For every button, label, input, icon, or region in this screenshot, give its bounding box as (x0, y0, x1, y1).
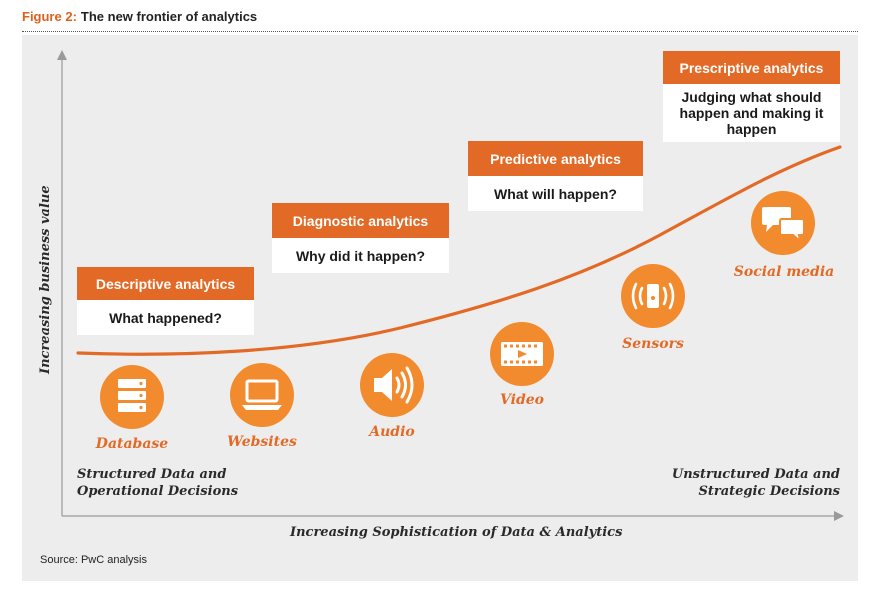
stage-title: Prescriptive analytics (663, 51, 840, 84)
stage-title: Diagnostic analytics (272, 203, 449, 238)
title-divider (22, 31, 858, 32)
source-label-audio: Audio (369, 424, 415, 440)
corner-label-unstructured: Unstructured Data and Strategic Decision… (671, 467, 840, 499)
value-curve (76, 145, 842, 356)
stage-title: Descriptive analytics (77, 267, 254, 300)
stage-question: What happened? (77, 300, 254, 335)
x-axis-label: Increasing Sophistication of Data & Anal… (290, 525, 623, 540)
x-axis-arrow (834, 511, 844, 521)
sensor-icon (621, 264, 685, 328)
figure-title: Figure 2:The new frontier of analytics (22, 9, 257, 24)
corner-label-structured: Structured Data and Operational Decision… (77, 467, 239, 499)
source-label-database: Database (95, 436, 169, 452)
stage-title: Predictive analytics (468, 141, 643, 176)
figure-number: Figure 2: (22, 9, 77, 24)
stage-question: Judging what should happen and making it… (663, 84, 840, 142)
stage-prescriptive: Prescriptive analytics Judging what shou… (663, 51, 840, 142)
source-label-video: Video (500, 392, 544, 408)
laptop-icon (230, 363, 294, 427)
source-label-social-media: Social media (733, 264, 835, 280)
source-label-sensors: Sensors (622, 336, 684, 352)
stage-question: What will happen? (468, 176, 643, 211)
stage-question: Why did it happen? (272, 238, 449, 273)
stage-predictive: Predictive analytics What will happen? (468, 141, 643, 211)
source-label-websites: Websites (227, 434, 297, 450)
y-axis-arrow (57, 50, 67, 60)
y-axis-label: Increasing business value (38, 185, 53, 374)
database-icon (100, 365, 164, 429)
speech-bubbles-icon (751, 191, 815, 255)
figure-title-text: The new frontier of analytics (80, 9, 258, 24)
speaker-icon (360, 353, 424, 417)
film-icon (490, 322, 554, 386)
stage-diagnostic: Diagnostic analytics Why did it happen? (272, 203, 449, 273)
stage-descriptive: Descriptive analytics What happened? (77, 267, 254, 335)
source-note: Source: PwC analysis (40, 554, 147, 566)
